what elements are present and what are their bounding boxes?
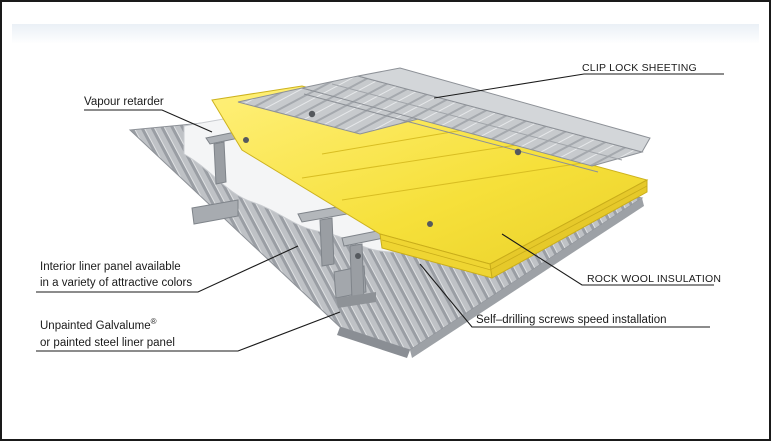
interior-liner-leader (36, 245, 299, 293)
screws-leader (419, 263, 710, 328)
header-band (12, 24, 759, 44)
label-interior-liner-line2: in a variety of attractive colors (40, 277, 192, 289)
self-drilling-screws (243, 110, 522, 259)
label-rock-wool-insulation: ROCK WOOL INSULATION (587, 273, 721, 285)
label-vapour-retarder: Vapour retarder (84, 96, 164, 108)
clip-lock-sheeting (237, 67, 651, 173)
label-galvalume-line2: or painted steel liner panel (40, 337, 175, 349)
vapour-leader (84, 109, 213, 133)
galvalume-leader (36, 311, 341, 352)
registered-mark: ® (151, 317, 157, 326)
label-self-drilling-screws: Self–drilling screws speed installation (476, 314, 667, 326)
label-interior-liner-line1: Interior liner panel available (40, 261, 181, 273)
label-clip-lock-sheeting: CLIP LOCK SHEETING (582, 62, 697, 74)
galvalume-text: Unpainted Galvalume (40, 320, 151, 332)
clip-lock-leader (433, 73, 724, 99)
rock-wool-leader (501, 233, 714, 286)
label-galvalume-line1: Unpainted Galvalume® (40, 317, 157, 332)
leader-lines (36, 73, 724, 352)
